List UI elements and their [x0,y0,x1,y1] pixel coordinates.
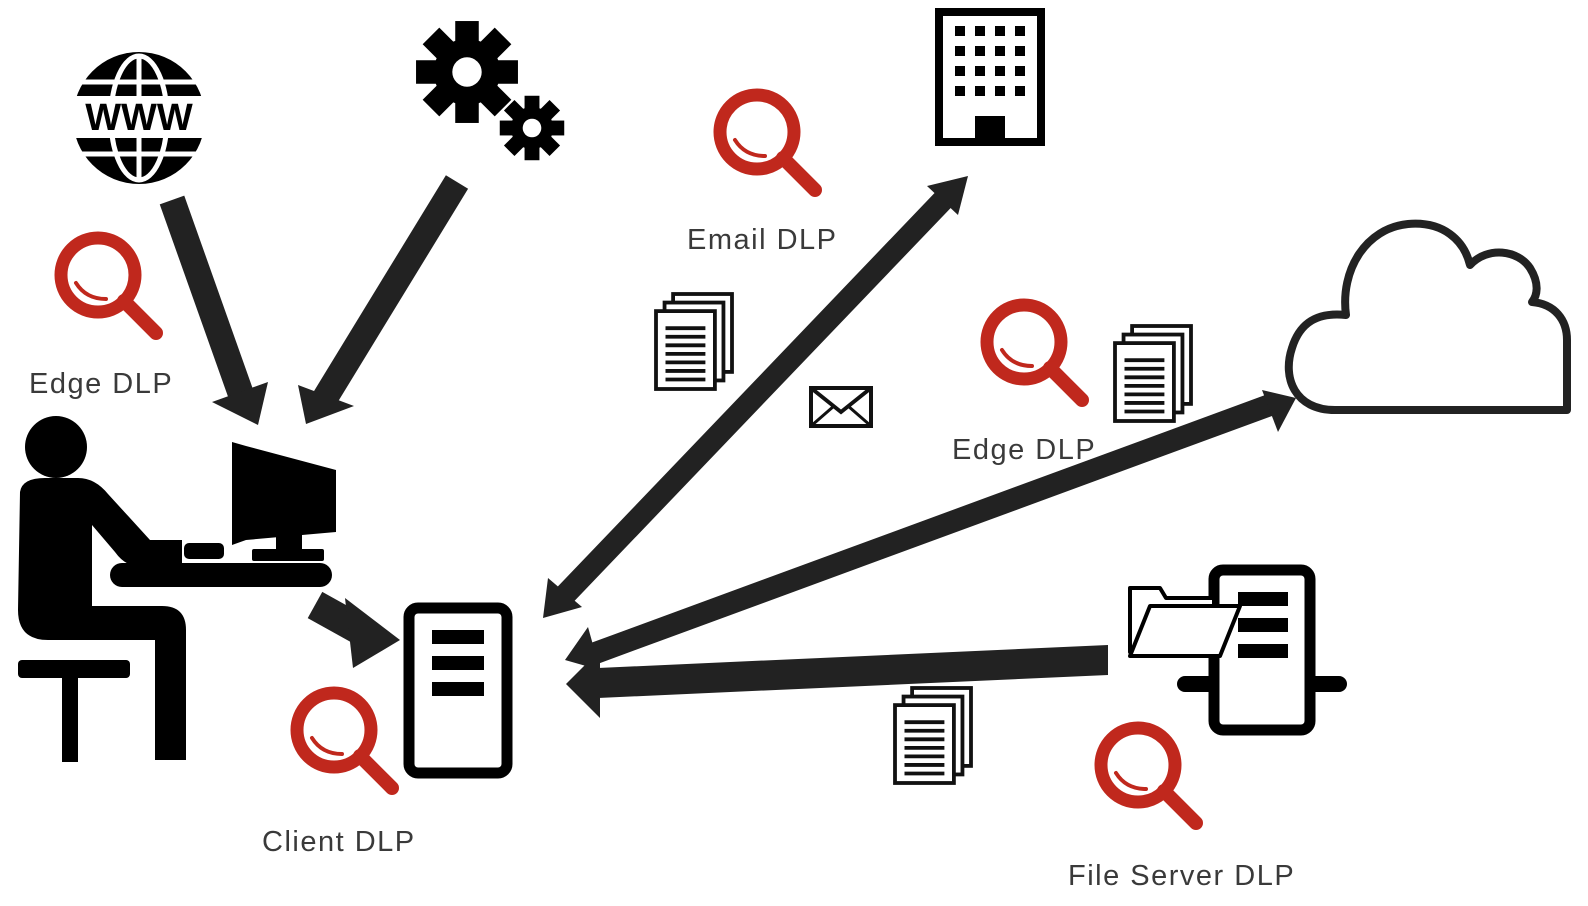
email-dlp-label: Email DLP [687,224,838,256]
www-text: WWW [85,97,193,139]
magnifier-icon [1101,728,1196,823]
client-dlp-label: Client DLP [262,826,416,858]
office-building-icon [935,8,1045,146]
arrow-gears-to-user [298,175,469,424]
documents-icon [654,292,734,391]
arrow-fileserver-to-client [566,645,1108,718]
magnifier-icon [297,693,392,788]
arrow-building-client [543,176,968,618]
documents-icon [893,686,973,785]
magnifier-icon [61,238,156,333]
magnifier-icon [720,95,815,190]
file-server-dlp-label: File Server DLP [1068,860,1296,892]
gears-icon [416,21,565,161]
cloud-icon [1284,219,1571,414]
magnifier-icon [987,305,1082,400]
edge-dlp-left-label: Edge DLP [29,368,174,400]
person-at-computer-icon [18,416,336,762]
client-server-icon [403,602,513,779]
envelope-icon [809,386,873,428]
arrow-www-to-user [159,195,268,425]
edge-dlp-right-label: Edge DLP [952,434,1097,466]
arrow-user-to-client-server [307,591,400,668]
documents-icon [1113,324,1193,423]
globe-www-icon: WWW [66,52,212,184]
folder-icon [1128,586,1242,658]
